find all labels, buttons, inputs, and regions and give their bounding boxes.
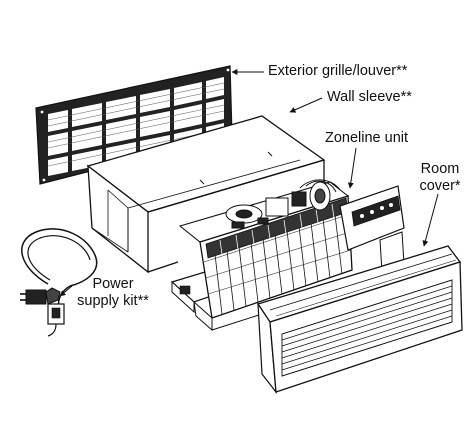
wall-sleeve — [86, 115, 326, 274]
room-cover — [256, 245, 463, 394]
leader-power-supply — [59, 285, 73, 297]
exterior-grille — [35, 65, 233, 185]
label-room-cover-line2: cover* — [419, 178, 461, 194]
leader-lines — [59, 69, 439, 297]
label-power-supply-line1: Power — [92, 276, 134, 292]
power-supply-kit — [20, 228, 98, 337]
label-exterior-grille: Exterior grille/louver** — [268, 63, 408, 79]
leader-room-cover — [422, 193, 439, 247]
leader-wall-sleeve — [289, 97, 323, 113]
leader-zoneline-unit — [347, 147, 357, 189]
label-power-supply-line2: supply kit** — [77, 293, 149, 309]
label-room-cover: Room cover* — [412, 161, 468, 195]
label-zoneline-unit: Zoneline unit — [325, 130, 409, 146]
label-power-supply-kit: Power supply kit** — [66, 276, 160, 310]
label-wall-sleeve: Wall sleeve** — [327, 89, 412, 105]
label-room-cover-line1: Room — [420, 161, 460, 177]
zoneline-unit — [170, 179, 405, 332]
